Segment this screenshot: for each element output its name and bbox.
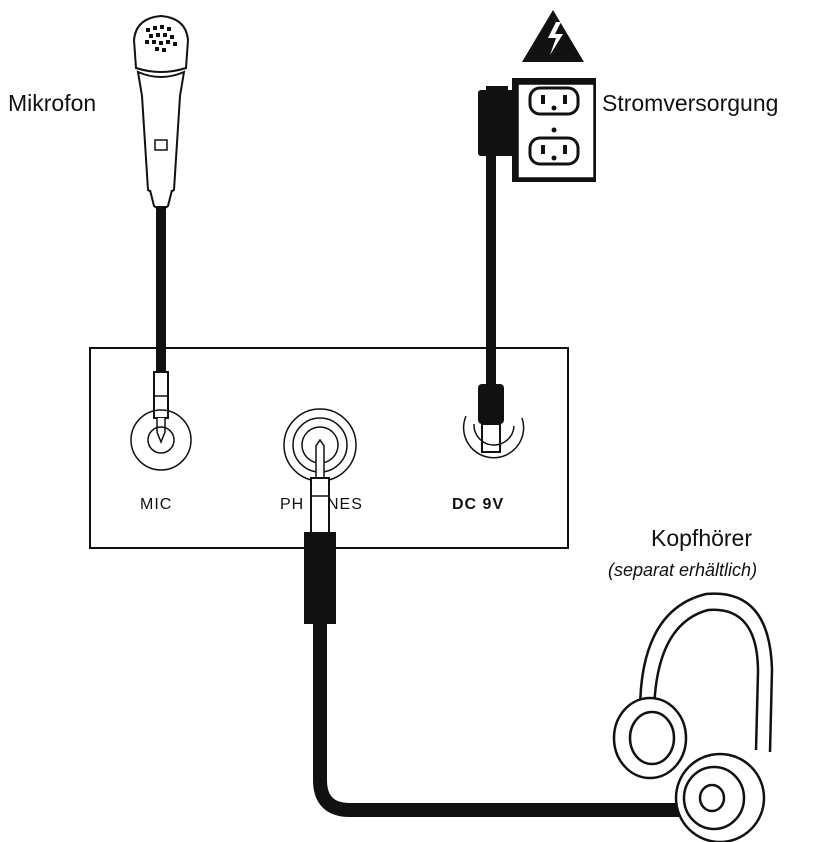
- phones-port-label-left: PH: [280, 496, 304, 513]
- power-adapter-icon: [478, 86, 516, 156]
- phones-plug: [304, 438, 336, 624]
- dc-port-label: DC 9V: [452, 496, 504, 513]
- microphone-cable: [156, 206, 166, 374]
- wall-outlet-icon: [512, 78, 596, 182]
- headphones-note: (separat erhältlich): [608, 560, 757, 580]
- power-label: Stromversorgung: [602, 90, 778, 116]
- headphones-icon: [612, 592, 774, 842]
- microphone-icon: [132, 14, 190, 210]
- mic-port-label: MIC: [140, 496, 172, 513]
- headphone-cable: [313, 622, 690, 817]
- microphone-label: Mikrofon: [8, 90, 96, 116]
- dc-jack: [462, 415, 525, 459]
- mic-jack: [130, 409, 192, 471]
- power-cable: [486, 156, 496, 388]
- high-voltage-warning-icon: [522, 10, 584, 62]
- phones-port-label-right: NES: [327, 496, 363, 513]
- headphones-label: Kopfhörer: [651, 525, 752, 551]
